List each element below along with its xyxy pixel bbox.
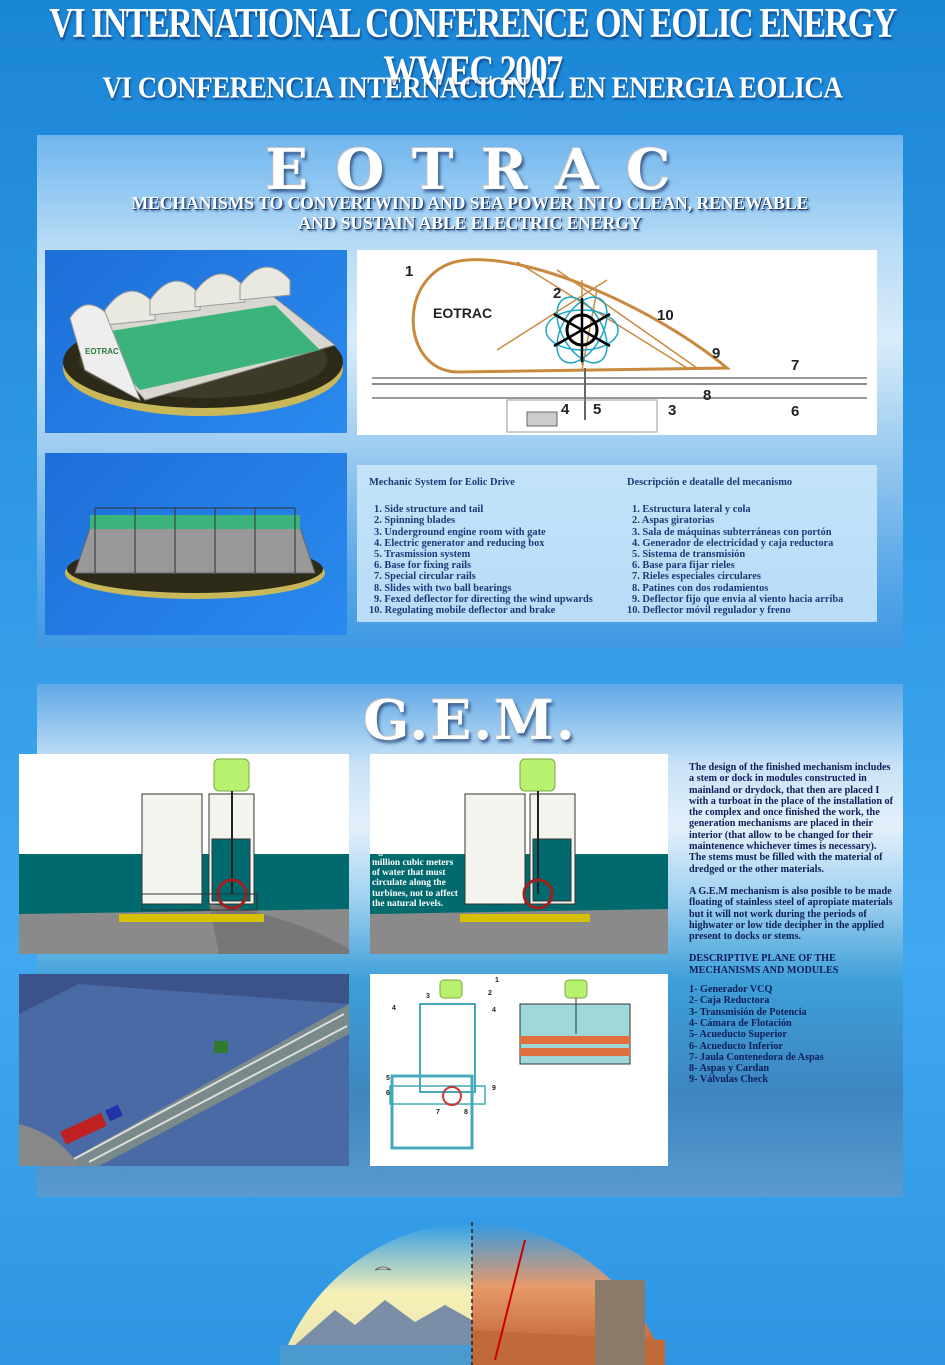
list-es-item: 1. Estructura lateral y cola [632, 504, 751, 516]
plane-item: 3- Transmisión de Potencia [689, 1006, 807, 1018]
conference-title-en: VI INTERNATIONAL CONFERENCE ON EOLIC ENE… [49, 0, 897, 95]
plan-label-3: 3 [426, 993, 430, 1000]
diagram-label-4: 4 [561, 401, 570, 418]
list-es-item: 9. Deflector fijo que envia al viento ha… [632, 593, 844, 605]
diagram-label-5: 5 [593, 401, 601, 418]
gem-section-image-1 [19, 758, 349, 954]
earth-contrast-image [275, 1210, 670, 1365]
list-en-item: 1. Side structure and tail [374, 504, 484, 516]
list-es-item: 3. Sala de máquinas subterráneas con por… [632, 526, 832, 538]
eotrac-subtitle-line2: AND SUSTAIN ABLE ELECTRIC ENERGY [298, 213, 642, 233]
list-en-item: 5. Trasmission system [374, 549, 471, 561]
water-level-note: The difference in the water levels is on… [372, 816, 460, 910]
diagram-label-9: 9 [712, 345, 720, 362]
list-es-item: 8. Patines con dos rodamientos [632, 582, 769, 594]
plan-label-6: 6 [386, 1090, 390, 1097]
list-en: Mechanic System for Eolic Drive 1. Side … [369, 477, 629, 616]
list-es-item: 2. Aspas giratorias [632, 515, 715, 527]
plan-label-5: 5 [386, 1075, 390, 1082]
conference-title-es: VI CONFERENCIA INTERNACIONAL EN ENERGIA … [102, 69, 843, 105]
eotrac-panel: E O T R A C MECHANISMS TO CONVERTWIND AN… [37, 135, 903, 648]
gem-description: The design of the finished mechanism inc… [689, 762, 894, 1086]
diagram-label-8: 8 [703, 387, 711, 404]
gem-title: G.E.M. [363, 688, 577, 752]
plane-item: 8- Aspas y Cardan [689, 1063, 770, 1075]
plan-label-4: 4 [392, 1005, 396, 1012]
render-logo-text: EOTRAC [85, 347, 119, 356]
list-en-item: 10. Regulating mobile deflector and brak… [369, 605, 556, 617]
gem-section-view-1 [19, 754, 349, 954]
list-en-item: 4. Electric generator and reducing box [374, 537, 545, 549]
diagram-label-eotrac: EOTRAC [433, 305, 492, 321]
list-en-item: 3. Underground engine room with gate [374, 526, 546, 538]
eotrac-diagram: 1 EOTRAC 2 10 9 7 8 4 5 3 6 [357, 250, 877, 435]
eotrac-render-image: EOTRAC [63, 266, 343, 416]
list-es-item: 7. Rieles especiales circulares [632, 571, 761, 583]
plane-item: 4- Cámara de Flotación [689, 1017, 792, 1029]
list-en-item: 6. Base for fixing rails [374, 560, 472, 572]
plane-item: 9- Válvulas Check [689, 1074, 769, 1086]
diagram-label-1: 1 [405, 263, 413, 280]
plan-label-7: 7 [436, 1109, 440, 1116]
gem-aerial-render [19, 974, 349, 1166]
diagram-label-2: 2 [553, 285, 561, 302]
plane-item: 6- Acueducto Inferior [689, 1040, 783, 1052]
eotrac-side-render-image [65, 507, 325, 599]
plan-label-4b: 4 [492, 1007, 496, 1014]
eotrac-schematic: 1 EOTRAC 2 10 9 7 8 4 5 3 6 [372, 258, 867, 433]
list-es-item: 6. Base para fijar rieles [632, 560, 735, 572]
list-es-heading: Descripción e deatalle del mecanismo [627, 477, 793, 488]
plane-item: 1- Generador VCQ [689, 984, 773, 996]
plane-heading: DESCRIPTIVE PLANE OF THE MECHANISMS AND … [689, 953, 839, 976]
gem-description-para2: A G.E.M mechanism is also posible to be … [689, 885, 893, 943]
plan-label-1: 1 [495, 977, 499, 984]
plan-label-2: 2 [488, 990, 492, 997]
list-en-item: 8. Slides with two ball bearings [374, 582, 512, 594]
list-en-item: 9. Fexed deflector for directing the win… [374, 593, 593, 605]
gem-plan-view: 1 2 3 4 4 5 6 7 8 9 [370, 974, 668, 1166]
gem-section-view-2: The difference in the water levels is on… [370, 754, 668, 954]
gem-aerial-image [19, 974, 349, 1166]
gem-description-para1: The design of the finished mechanism inc… [689, 762, 894, 875]
eotrac-render-bottom [45, 453, 347, 635]
plan-label-9: 9 [492, 1085, 496, 1092]
list-es-item: 10. Deflector móvil regulador y freno [627, 605, 791, 617]
gem-section-image-2 [370, 758, 668, 954]
list-en-item: 7. Special circular rails [374, 571, 476, 583]
diagram-label-7: 7 [791, 357, 799, 374]
eotrac-title: E O T R A C [265, 137, 675, 203]
list-es-item: 4. Generador de electricidad y caja redu… [632, 537, 834, 549]
eotrac-render-top: EOTRAC [45, 250, 347, 433]
diagram-label-3: 3 [668, 402, 676, 419]
diagram-label-6: 6 [791, 403, 799, 420]
plane-list: 1- Generador VCQ 2- Caja Reductora 3- Tr… [689, 984, 894, 1086]
plane-item: 2- Caja Reductora [689, 995, 770, 1007]
gem-panel: G.E.M. The differen [19, 684, 903, 1197]
eotrac-subtitle-line1: MECHANISMS TO CONVERTWIND AND SEA POWER … [131, 193, 809, 213]
list-en-item: 2. Spinning blades [374, 515, 456, 527]
list-en-heading: Mechanic System for Eolic Drive [369, 477, 515, 488]
plane-item: 5- Acueducto Superior [689, 1029, 787, 1041]
plan-label-8: 8 [464, 1109, 468, 1116]
plane-item: 7- Jaula Contenedora de Aspas [689, 1051, 824, 1063]
list-es-item: 5. Sistema de transmisión [632, 549, 746, 561]
list-es: Descripción e deatalle del mecanismo 1. … [627, 477, 872, 616]
diagram-label-10: 10 [657, 307, 674, 324]
eotrac-mechanism-list: Mechanic System for Eolic Drive 1. Side … [357, 465, 877, 622]
earth-contrast-svg [280, 1222, 665, 1365]
gem-plan-image: 1 2 3 4 4 5 6 7 8 9 [386, 977, 631, 1150]
